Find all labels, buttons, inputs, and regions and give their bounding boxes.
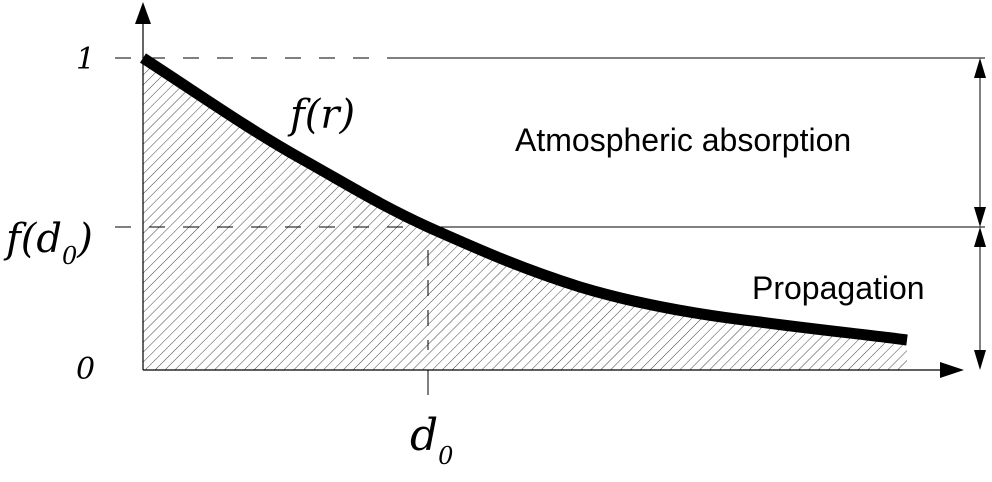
y-label-fd0-main: f(d xyxy=(3,216,62,262)
x-axis-arrow xyxy=(940,362,964,378)
region-label-atmospheric-absorption: Atmospheric absorption xyxy=(515,122,851,158)
y-label-fd0-close: ) xyxy=(76,216,93,262)
y-label-one: 1 xyxy=(76,42,95,77)
dim-arrow-upper-bottom xyxy=(974,207,986,227)
hatched-area xyxy=(143,58,907,370)
y-axis-arrow xyxy=(135,2,151,24)
y-label-fd0: f(d0) xyxy=(3,216,93,270)
curve-label: f(r) xyxy=(287,92,355,138)
region-label-propagation: Propagation xyxy=(752,270,925,306)
x-label-d0: d0 xyxy=(410,410,453,470)
dim-arrow-lower-top xyxy=(974,227,986,247)
y-label-fd0-sub: 0 xyxy=(62,242,77,270)
curve-f-r xyxy=(140,53,908,346)
y-label-zero: 0 xyxy=(76,352,95,387)
dim-arrow-lower-bottom xyxy=(974,350,986,370)
dim-arrow-upper-top xyxy=(974,58,986,78)
x-label-d0-sub: 0 xyxy=(438,442,453,470)
x-label-d0-main: d xyxy=(410,410,438,461)
